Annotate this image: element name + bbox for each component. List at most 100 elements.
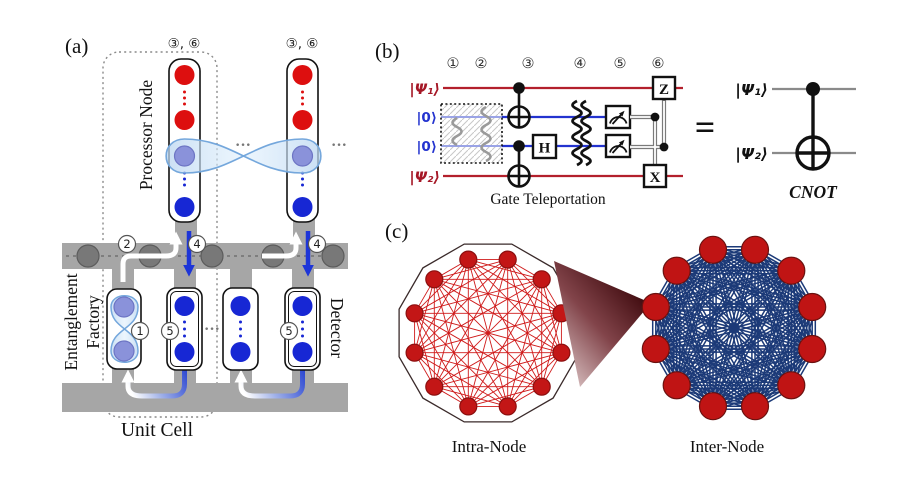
flow-arrow-up-left-icon [120,231,183,282]
panel-c: (c) Intra-Node Inter-Node [385,219,827,456]
channel-squiggle-icon [571,99,583,167]
hadamard-gate: H [531,133,558,160]
graph-node [777,256,806,285]
step-marker-5b: 5 [279,321,299,341]
step-marker-2: 2 [117,234,137,254]
classical-control-dot [659,142,669,152]
panel-a: ··· ··· ··· 2 4 4 1 5 [61,34,348,441]
graph-node [498,397,517,416]
svg-text:X: X [650,170,661,186]
entangled-qubit [113,340,135,362]
step-4: ④ [574,56,587,72]
step-marker-4: 4 [187,234,207,254]
measurement-icon [604,133,632,159]
step-markers-b: ① ② ③ ④ ⑤ ⑥ [447,56,665,72]
rail-node-icon [321,244,345,268]
blue-qubit [292,342,313,362]
step-1: ① [447,56,460,72]
cnot-mini-circuit: |Ψ₁⟩ |Ψ₂⟩ CNOT [735,81,856,202]
graph-node [641,292,670,322]
inter-node-label: Inter-Node [690,437,764,456]
steps-3-6-label-right: ③, ⑥ [286,36,319,52]
graph-node [498,250,517,269]
channel-squiggle-icon [580,99,592,167]
rail-node-icon [200,244,224,268]
blue-qubit [174,342,195,362]
mini-ket-psi2: |Ψ₂⟩ [735,145,768,164]
unit-cell-label: Unit Cell [121,420,194,441]
graph-node [459,397,478,416]
blue-qubit [230,342,251,362]
control-dot-icon [513,82,525,94]
squiggle-source-icon [480,105,492,163]
intra-node-label: Intra-Node [452,437,527,456]
ket-zero2: |0⟩ [417,139,438,155]
graph-node [459,250,478,269]
zoom-wedge-icon [554,261,651,387]
blue-qubit [292,296,313,316]
ket-labels: |Ψ₁⟩ |0⟩ |0⟩ |Ψ₂⟩ [409,82,440,186]
graph-node [552,343,571,362]
svg-text:1: 1 [136,324,143,338]
panel-c-tag: (c) [385,219,408,243]
red-qubit [174,110,195,130]
graph-node [532,270,551,289]
detector-box-1 [166,287,203,371]
detector-box-2 [222,287,259,371]
panel-a-tag: (a) [65,34,88,58]
recycle-arrow-left-icon [121,356,187,399]
red-qubit [174,65,195,85]
red-qubit [292,110,313,130]
classical-control-dot [650,112,660,122]
graph-node [740,235,770,264]
graph-node [740,392,770,421]
graph-node [532,377,551,396]
step-marker-1: 1 [130,321,150,341]
processor-node-label: Processor Node [136,80,156,191]
entanglement-factory-label-2: Factory [83,295,103,349]
entangled-qubit [173,145,196,167]
ellipsis: ··· [204,321,220,338]
graph-node [425,377,444,396]
svg-text:2: 2 [123,237,130,251]
flow-arrow-up-right-icon [262,231,303,259]
graph-node [798,292,827,322]
entangled-qubit [113,296,135,318]
squiggle-source-icon [451,116,463,147]
svg-text:4: 4 [313,237,320,251]
graph-node [641,334,670,364]
graph-node [798,334,827,364]
equals-sign: = [695,107,716,147]
steps-3-6-label-left: ③, ⑥ [168,36,201,52]
step-6: ⑥ [652,56,665,72]
blue-qubit [174,296,195,316]
step-marker-4b: 4 [307,234,327,254]
graph-node [777,371,806,400]
ket-psi1: |Ψ₁⟩ [409,82,440,98]
svg-text:5: 5 [285,324,292,338]
cnot-label: CNOT [789,182,838,202]
inter-node-graph [641,235,827,421]
classical-wires [630,99,669,166]
panel-b: (b) ① ② ③ ④ ⑤ ⑥ [375,39,856,208]
cnot-gate-1 [507,82,531,129]
step-2: ② [475,56,488,72]
ket-zero1: |0⟩ [417,110,438,126]
red-qubit [292,65,313,85]
unit-cell-outline [102,51,218,418]
intra-node-graph [405,250,571,416]
rail-node-icon [76,244,100,268]
graph-node [405,304,424,323]
step-3: ③ [522,56,535,72]
graph-node [405,343,424,362]
entanglement-icon [165,138,322,174]
ellipsis: ··· [235,137,251,154]
measurement-icon [604,104,632,130]
blue-qubit [292,197,313,217]
blue-qubit [174,197,195,217]
graph-node [662,371,691,400]
graph-node [698,235,728,264]
mini-ket-psi1: |Ψ₁⟩ [735,81,768,100]
graph-node [662,256,691,285]
